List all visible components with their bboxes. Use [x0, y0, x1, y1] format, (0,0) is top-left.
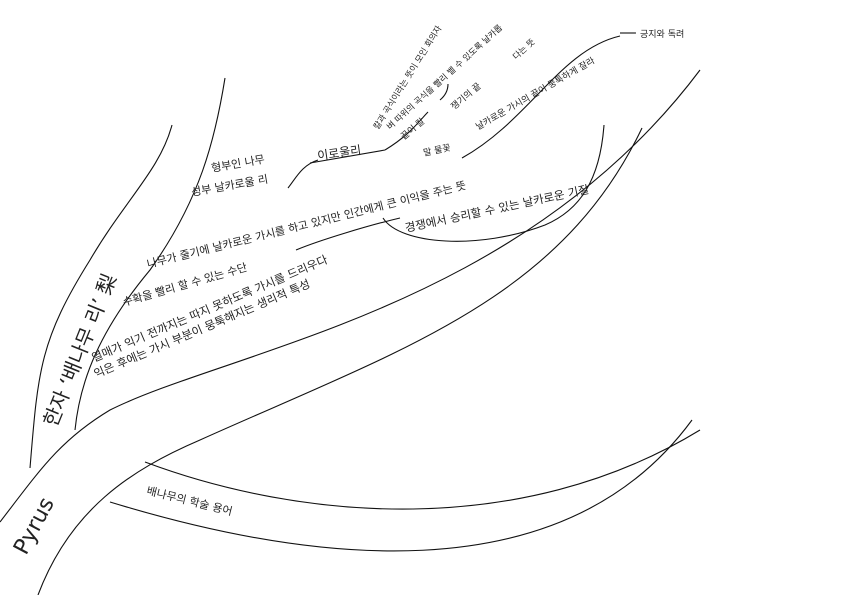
hanja-branch-inner: [74, 77, 226, 431]
iro-label: 이로울리: [316, 143, 362, 163]
gist-label: 긍지와 독려: [640, 28, 684, 40]
academic-branch-lower: [109, 419, 693, 552]
hyeongbu-label: 형부인 나무: [210, 153, 266, 175]
neutral-word-label: 말 물꽃: [422, 141, 452, 158]
neutral-desc-label: 날카로운 가시의 끝이 뭉툭하게 잘라: [474, 54, 598, 133]
iro-underline: [309, 149, 386, 164]
root-label: Pyrus: [9, 493, 60, 558]
hanja-branch-outer: [29, 124, 173, 469]
trait-line2: 익은 후에는 가시 부분이 뭉툭해지는 생리적 특성: [92, 277, 312, 381]
spike-to-grain-curve: [439, 83, 449, 101]
sharp-end-label: 다는 뜻: [511, 37, 537, 62]
competition-branch: [382, 124, 605, 242]
seongbu-label: 성부 날카로울 리: [190, 173, 269, 199]
root-branch-lower-edge: [37, 127, 643, 595]
iro-to-spike-curve: [384, 111, 429, 151]
academic-branch-upper: [144, 429, 701, 510]
neutral-arc: [461, 35, 621, 159]
root-branch-upper-edge: [0, 69, 701, 523]
academic-label: 배나무의 학술 용어: [145, 484, 233, 518]
hanja-to-iro-connector: [287, 159, 319, 189]
thorn-branch-underline: [295, 217, 401, 251]
grain-word-label: 쟁기의 끝: [449, 81, 484, 113]
